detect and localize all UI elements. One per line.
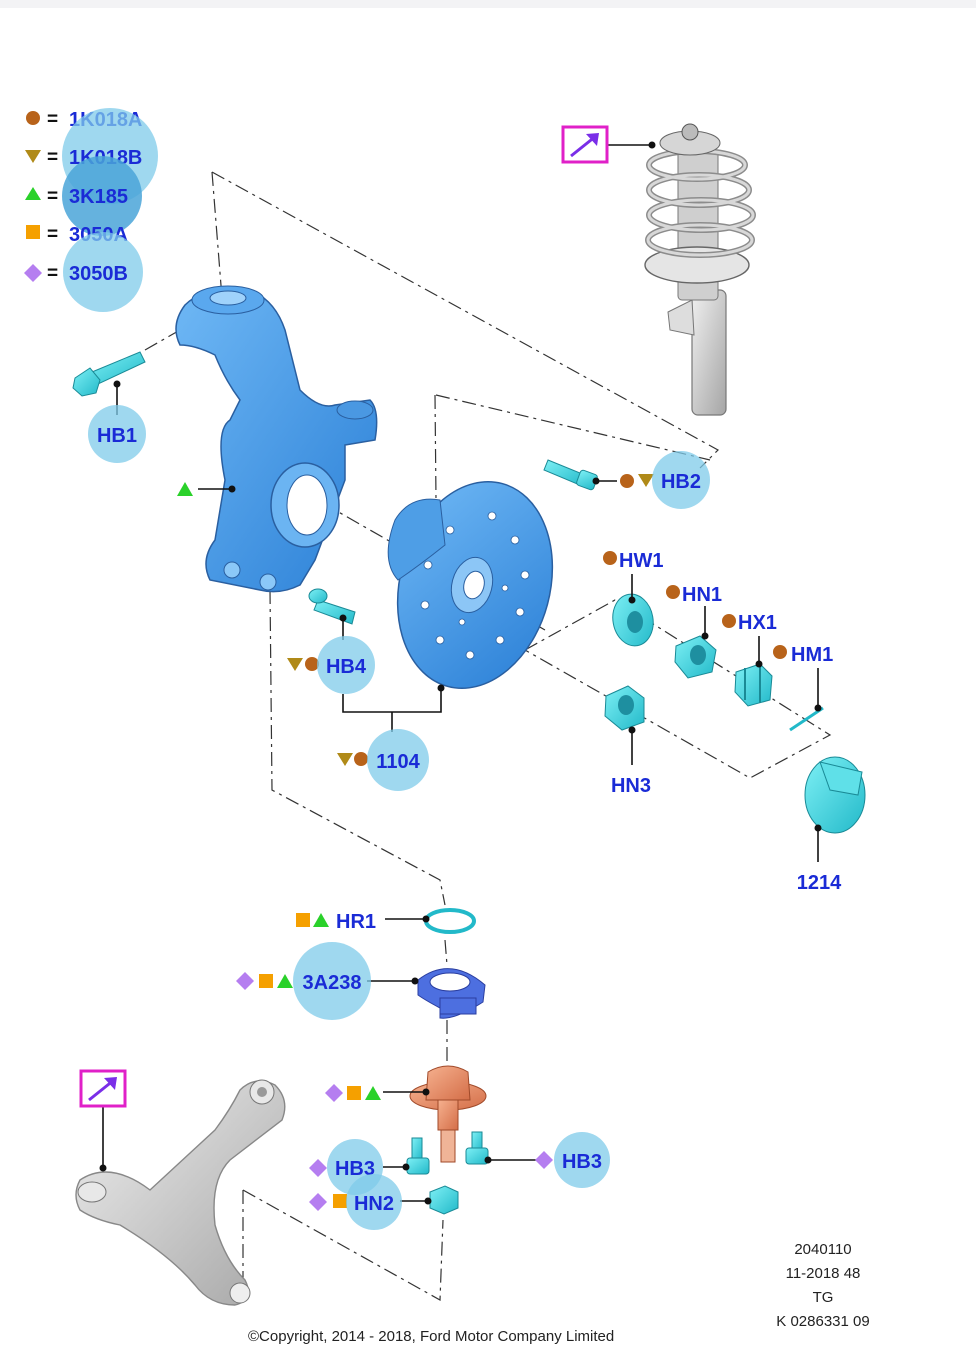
legend-code[interactable]: 3K185 [69, 186, 128, 208]
square-symbol-icon [333, 1194, 347, 1208]
nut-hx1[interactable]: HX1 [722, 612, 777, 707]
nut-hn1[interactable]: HN1 [666, 584, 722, 679]
snap-ring-hr1[interactable]: HR1 [296, 908, 476, 934]
triangle-symbol-icon [277, 974, 293, 988]
circle-symbol-icon [305, 657, 319, 671]
circle-symbol-icon [773, 645, 787, 659]
legend-row-5[interactable]: = 3050B [24, 232, 143, 312]
strut-assembly[interactable] [644, 123, 756, 416]
callout-label[interactable]: HX1 [738, 612, 777, 634]
link-box[interactable] [79, 1069, 127, 1108]
callout-hotspot[interactable] [346, 1174, 402, 1230]
callout-label[interactable]: HB3 [335, 1158, 375, 1180]
callout-label[interactable]: HB3 [562, 1151, 602, 1173]
legend-equals: = [47, 109, 58, 130]
circle-symbol-icon [722, 614, 736, 628]
top-bar [0, 0, 976, 8]
hub-callout-1104[interactable]: 1104 [337, 684, 445, 792]
triangle-symbol-icon [25, 187, 41, 200]
callout-hotspot[interactable] [317, 636, 375, 694]
triangle-symbol-icon [365, 1086, 381, 1100]
bolt-hb1[interactable]: HB1 [72, 351, 146, 463]
circle-symbol-icon [620, 474, 634, 488]
diamond-symbol-icon [236, 972, 254, 990]
triangle-down-symbol-icon [337, 753, 353, 766]
circle-symbol-icon [666, 585, 680, 599]
triangle-down-symbol-icon [287, 658, 303, 671]
legend-equals: = [47, 224, 58, 245]
triangle-down-symbol-icon [25, 150, 41, 163]
triangle-down-symbol-icon [638, 474, 654, 487]
legend-hotspot[interactable] [62, 156, 142, 236]
copyright-notice: ©Copyright, 2014 - 2018, Ford Motor Comp… [248, 1328, 615, 1345]
diagram-reference: 2040110 11-2018 48 TG K 0286331 09 [760, 1238, 886, 1334]
callout-label[interactable]: HN3 [611, 775, 651, 797]
callout-label[interactable]: 1104 [376, 751, 420, 773]
reference-date: 11-2018 48 [785, 1265, 861, 1282]
callout-label[interactable]: HR1 [336, 911, 376, 933]
callout-hotspot[interactable] [88, 405, 146, 463]
legend-equals: = [47, 147, 58, 168]
callout-label[interactable]: HB1 [97, 425, 137, 447]
callout-label[interactable]: 3A238 [303, 972, 362, 994]
diamond-symbol-icon [24, 264, 42, 282]
bolt-hb2[interactable]: HB2 [543, 451, 710, 509]
callout-label[interactable]: HB2 [661, 471, 701, 493]
legend: = 1K018A = 1K018B = 3K185 = 3050A = 3050… [24, 108, 158, 312]
dust-shield-1214[interactable]: 1214 [797, 756, 866, 894]
nut-hn2[interactable]: HN2 [309, 1174, 459, 1230]
callout-hotspot[interactable] [652, 451, 710, 509]
legend-hotspot[interactable] [63, 232, 143, 312]
callout-label[interactable]: HN2 [354, 1193, 394, 1215]
strut-link-callout[interactable] [561, 125, 656, 164]
bolt-hb3-right[interactable]: HB3 [465, 1131, 610, 1188]
reference-code: TG [812, 1289, 834, 1306]
seal-3a238[interactable]: 3A238 [236, 942, 486, 1020]
callout-label[interactable]: HW1 [619, 550, 663, 572]
callout-label[interactable]: HM1 [791, 644, 833, 666]
circle-symbol-icon [26, 111, 40, 125]
circle-symbol-icon [603, 551, 617, 565]
legend-code[interactable]: 3050B [69, 263, 128, 285]
square-symbol-icon [296, 913, 310, 927]
lower-control-arm[interactable] [75, 1079, 286, 1306]
callout-hotspot[interactable] [554, 1132, 610, 1188]
circle-symbol-icon [354, 752, 368, 766]
legend-equals: = [47, 186, 58, 207]
callout-label[interactable]: HN1 [682, 584, 722, 606]
callout-label[interactable]: 1214 [797, 872, 842, 894]
triangle-symbol-icon [313, 913, 329, 927]
legend-equals: = [47, 263, 58, 284]
external-link-icon[interactable] [88, 1077, 117, 1102]
triangle-symbol-icon [177, 482, 193, 496]
square-symbol-icon [26, 225, 40, 239]
legend-row-3[interactable]: = 3K185 [25, 156, 142, 236]
ball-joint[interactable] [325, 1065, 487, 1163]
steering-knuckle[interactable] [175, 285, 378, 593]
diamond-symbol-icon [535, 1151, 553, 1169]
pin-hm1[interactable]: HM1 [773, 644, 833, 732]
diamond-symbol-icon [309, 1193, 327, 1211]
diamond-symbol-icon [325, 1084, 343, 1102]
reference-number: 2040110 [794, 1241, 852, 1258]
callout-hotspot[interactable] [293, 942, 371, 1020]
stud-hb4[interactable]: HB4 [287, 588, 375, 694]
knuckle-callout[interactable] [177, 482, 236, 496]
washer-hw1[interactable]: HW1 [603, 550, 663, 649]
control-arm-link-callout[interactable] [79, 1069, 127, 1172]
reference-id: K 0286331 09 [776, 1313, 870, 1330]
callout-hotspot[interactable] [367, 729, 429, 791]
callout-label[interactable]: HB4 [326, 656, 367, 678]
wheel-hub[interactable] [375, 464, 574, 706]
external-link-icon[interactable] [570, 133, 599, 158]
nut-hn3[interactable]: HN3 [604, 685, 651, 797]
square-symbol-icon [347, 1086, 361, 1100]
square-symbol-icon [259, 974, 273, 988]
diamond-symbol-icon [309, 1159, 327, 1177]
